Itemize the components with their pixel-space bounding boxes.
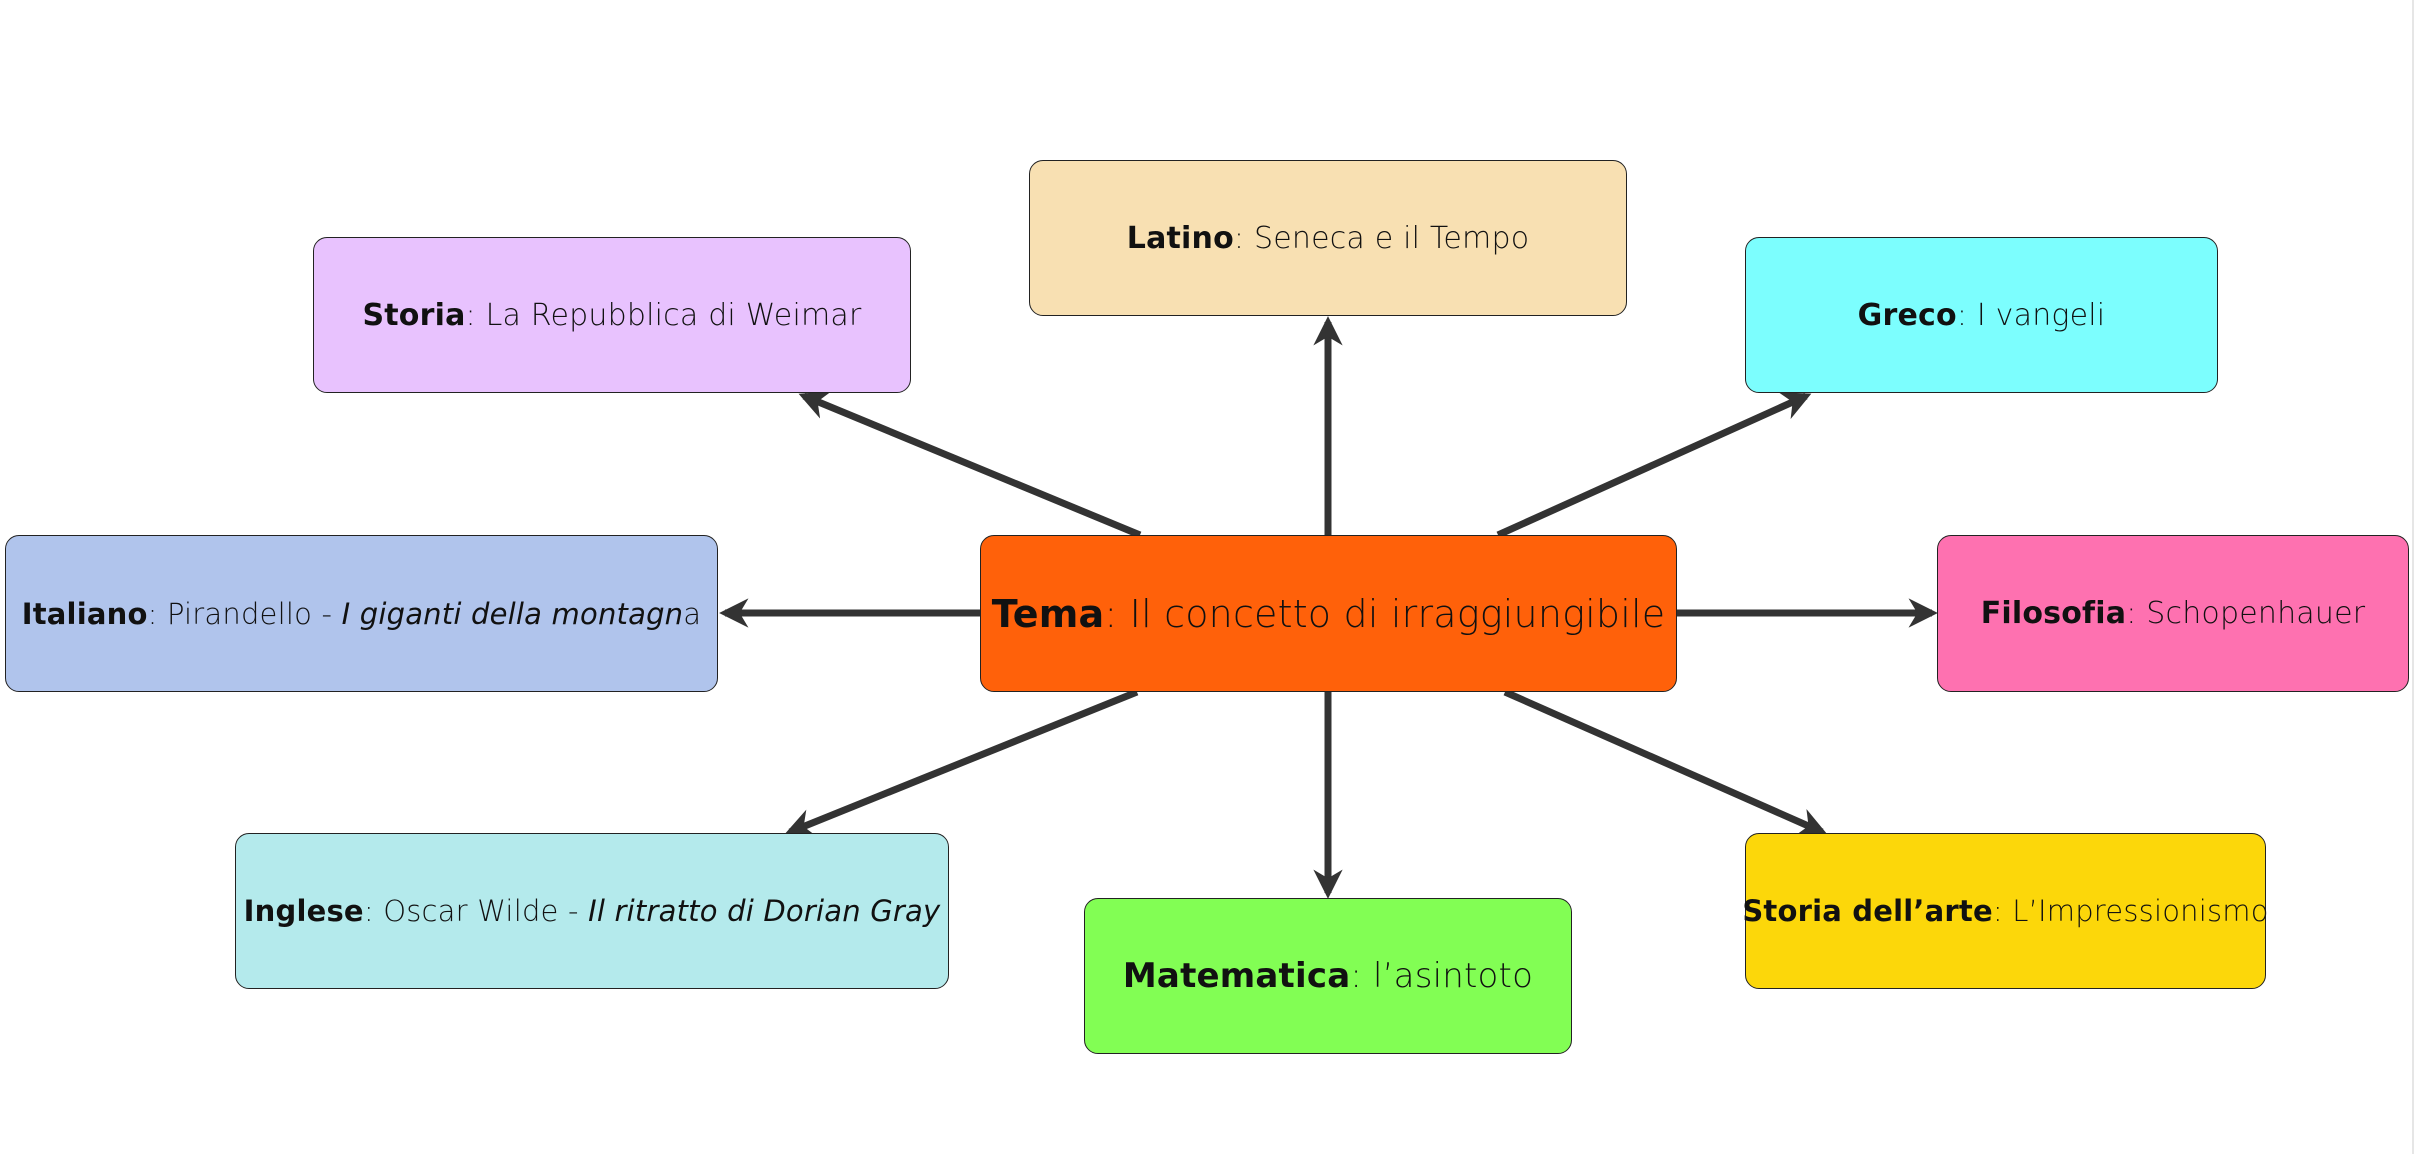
node-storia[interactable]: Storia: La Repubblica di Weimar xyxy=(313,237,911,393)
node-center-subject: Tema xyxy=(991,591,1105,636)
node-greco-separator: : xyxy=(1956,297,1977,333)
node-inglese-text: Oscar Wilde - xyxy=(383,894,589,928)
node-matematica[interactable]: Matematica: l’asintoto xyxy=(1084,898,1572,1054)
node-storiadellarte-separator: : xyxy=(1992,894,2013,928)
node-storia-text: La Repubblica di Weimar xyxy=(485,297,862,333)
node-storia-separator: : xyxy=(465,297,486,333)
node-center-separator: : xyxy=(1104,591,1130,636)
node-italiano[interactable]: Italiano: Pirandello - I giganti della m… xyxy=(5,535,718,692)
scrollbar-edge xyxy=(2412,0,2414,1154)
node-storiadellarte-subject: Storia dell’arte xyxy=(1742,894,1993,928)
arrow-to-storiadellarte xyxy=(1503,688,1828,836)
node-matematica-subject: Matematica xyxy=(1122,956,1351,996)
node-matematica-separator: : xyxy=(1350,956,1374,996)
node-greco-text: I vangeli xyxy=(1976,297,2106,333)
node-inglese-subject: Inglese xyxy=(243,894,364,928)
node-italiano-text: Pirandello - xyxy=(166,596,342,631)
node-italiano-separator: : xyxy=(147,596,167,631)
node-latino-subject: Latino xyxy=(1126,220,1234,256)
node-filosofia-separator: : xyxy=(2126,596,2147,631)
node-center-tema[interactable]: Tema: Il concetto di irraggiungibile xyxy=(980,535,1677,692)
node-latino-text: Seneca e il Tempo xyxy=(1253,220,1530,256)
node-center-text: Il concetto di irraggiungibile xyxy=(1129,591,1666,636)
node-filosofia[interactable]: Filosofia: Schopenhauer xyxy=(1937,535,2409,692)
node-storia-dell-arte[interactable]: Storia dell’arte: L’Impressionismo xyxy=(1742,833,2269,989)
arrow-to-greco xyxy=(1496,392,1812,539)
arrow-to-inglese xyxy=(784,688,1139,837)
node-italiano-tail: a xyxy=(683,596,702,631)
node-italiano-title: I giganti della montagn xyxy=(341,596,684,631)
node-storiadellarte-text: L’Impressionismo xyxy=(2012,894,2269,928)
node-latino-separator: : xyxy=(1233,220,1254,256)
node-italiano-subject: Italiano xyxy=(21,596,148,631)
node-inglese-title: Il ritratto di Dorian Gray xyxy=(588,894,941,928)
node-greco[interactable]: Greco: I vangeli xyxy=(1745,237,2218,393)
node-inglese-separator: : xyxy=(363,894,384,928)
node-matematica-text: l’asintoto xyxy=(1373,956,1534,996)
node-latino[interactable]: Latino: Seneca e il Tempo xyxy=(1029,160,1627,316)
node-storia-subject: Storia xyxy=(362,297,466,333)
arrow-to-storia xyxy=(798,391,1142,539)
node-filosofia-text: Schopenhauer xyxy=(2146,596,2366,631)
node-inglese[interactable]: Inglese: Oscar Wilde - Il ritratto di Do… xyxy=(235,833,949,989)
node-greco-subject: Greco xyxy=(1857,297,1957,333)
node-filosofia-subject: Filosofia xyxy=(1980,596,2127,631)
